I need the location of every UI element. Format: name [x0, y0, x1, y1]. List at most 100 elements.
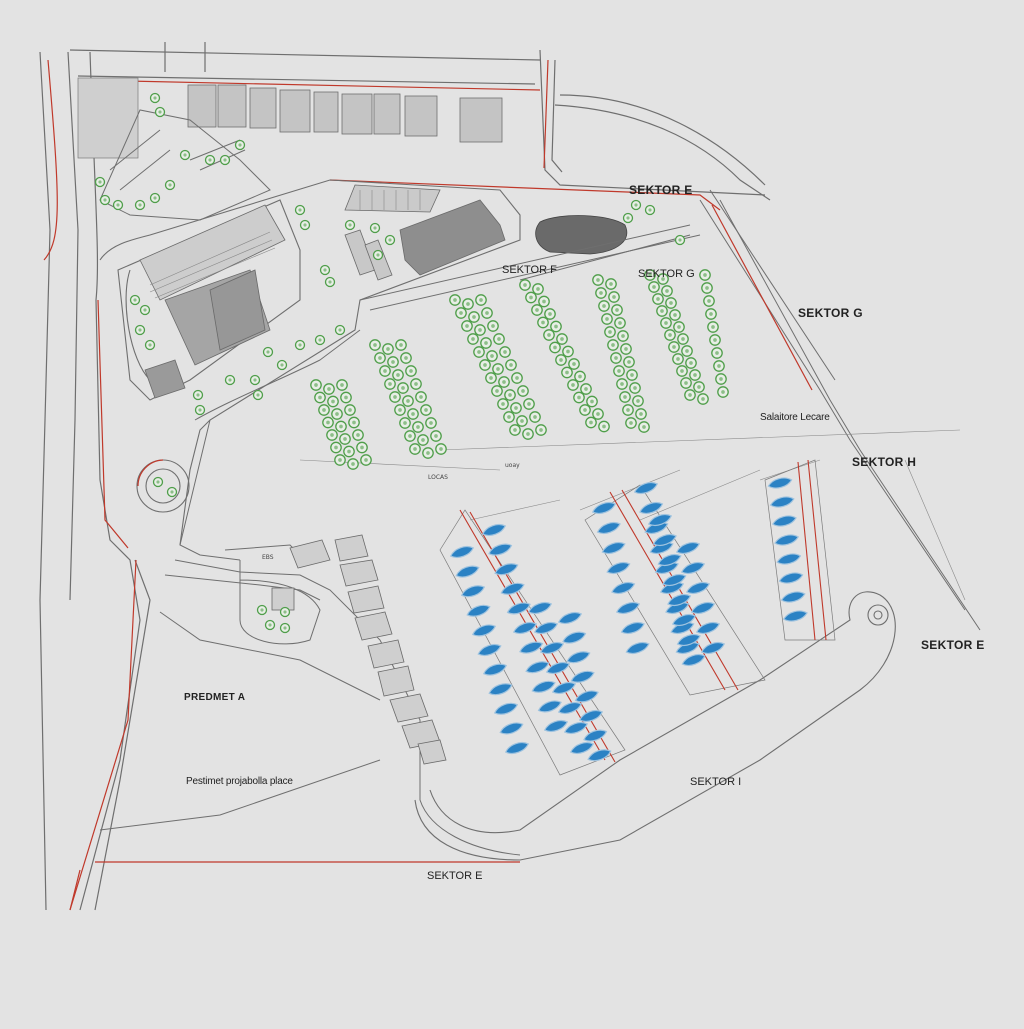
water-marker-icon — [667, 593, 692, 607]
tree-icon — [498, 376, 510, 388]
tree-icon — [505, 359, 517, 371]
tree-icon — [473, 346, 485, 358]
tree-icon — [462, 298, 474, 310]
water-marker-icon — [574, 690, 599, 703]
tree-icon — [164, 179, 176, 191]
water-marker-icon — [537, 700, 562, 713]
water-marker-icon — [557, 701, 583, 715]
tree-icon — [399, 417, 411, 429]
tree-icon — [499, 346, 511, 358]
tree-icon — [661, 285, 673, 297]
tree-icon — [561, 366, 573, 379]
roundabout-boundary — [137, 459, 164, 487]
label-pestimet: Pestimet projabolla place — [186, 776, 293, 787]
water-marker-icon — [700, 641, 726, 655]
water-marker-icon — [466, 604, 491, 617]
tree-icon — [144, 339, 156, 351]
water-marker-icon — [481, 523, 507, 537]
water-marker-icon — [633, 481, 659, 495]
tree-icon — [537, 316, 549, 329]
tree-icon — [479, 359, 491, 371]
label-salaitore-lecare: Salaitore Lecare — [760, 412, 830, 423]
lower-boundary — [69, 861, 520, 911]
water-marker-icon — [477, 643, 502, 657]
tree-icon — [711, 347, 723, 359]
tree-icon — [344, 219, 356, 231]
water-marker-icon — [767, 477, 793, 489]
tree-icon — [327, 395, 339, 408]
tree-icon — [410, 378, 422, 390]
water-marker-icon — [551, 681, 577, 695]
tree-icon — [622, 404, 634, 416]
tree-icon — [504, 389, 516, 401]
water-marker-icon — [681, 653, 706, 667]
tree-icon — [352, 429, 364, 441]
tree-icon — [134, 199, 146, 211]
tree-icon — [129, 294, 141, 306]
label-sektor-e-bottom: SEKTOR E — [427, 870, 483, 882]
tree-icon — [585, 416, 597, 429]
water-marker-icon — [652, 533, 677, 547]
tree-icon — [485, 372, 497, 384]
tree-icon — [644, 269, 656, 281]
tree-layer — [94, 92, 729, 634]
tree-icon — [234, 139, 246, 151]
water-marker-icon — [488, 543, 513, 556]
tree-icon — [652, 293, 664, 305]
tree-icon — [699, 269, 711, 281]
tree-icon — [166, 486, 178, 498]
tree-icon — [402, 395, 414, 407]
tree-icon — [409, 443, 421, 455]
tree-icon — [613, 365, 625, 377]
tree-icon — [673, 321, 685, 333]
tree-icon — [318, 404, 330, 416]
tree-icon — [422, 447, 434, 459]
tree-icon — [664, 329, 676, 341]
tree-icon — [314, 391, 326, 404]
tree-icon — [656, 305, 668, 317]
tree-icon — [510, 402, 522, 414]
tree-icon — [461, 320, 473, 332]
tree-icon — [486, 350, 498, 362]
water-marker-icon — [545, 661, 571, 675]
tree-icon — [511, 372, 523, 384]
small-mark-b: EBS — [262, 554, 274, 561]
tree-icon — [519, 279, 531, 291]
tree-icon — [360, 454, 372, 466]
tree-icon — [319, 264, 331, 276]
water-marker-icon — [606, 561, 631, 575]
tree-icon — [475, 294, 487, 306]
tree-icon — [326, 429, 338, 441]
water-marker-icon — [471, 624, 497, 637]
tree-icon — [467, 333, 479, 345]
tree-icon — [713, 360, 725, 372]
tree-icon — [347, 458, 359, 470]
tree-icon — [487, 320, 499, 332]
tree-icon — [344, 404, 356, 416]
tree-icon — [179, 149, 191, 161]
tree-icon — [348, 416, 360, 429]
label-predmet-a: PREDMET A — [184, 692, 246, 703]
tree-icon — [314, 334, 326, 346]
water-marker-icon — [649, 541, 674, 555]
tree-icon — [644, 204, 656, 216]
water-marker-icon — [494, 563, 519, 576]
water-marker-icon — [482, 663, 508, 676]
water-marker-icon — [695, 621, 721, 635]
tree-icon — [517, 385, 529, 397]
tree-icon — [657, 273, 669, 285]
tree-icon — [94, 176, 106, 188]
right-road-boundary — [711, 204, 813, 391]
tree-icon — [555, 354, 567, 366]
tree-icon — [635, 408, 647, 420]
water-marker-icon — [512, 621, 538, 635]
tree-icon — [474, 324, 486, 336]
water-marker-icon — [671, 613, 697, 627]
water-marker-icon — [533, 621, 559, 635]
water-marker-icon — [769, 496, 795, 508]
water-marker-icon — [504, 741, 530, 755]
tree-icon — [99, 194, 111, 206]
tree-icon — [219, 154, 231, 166]
